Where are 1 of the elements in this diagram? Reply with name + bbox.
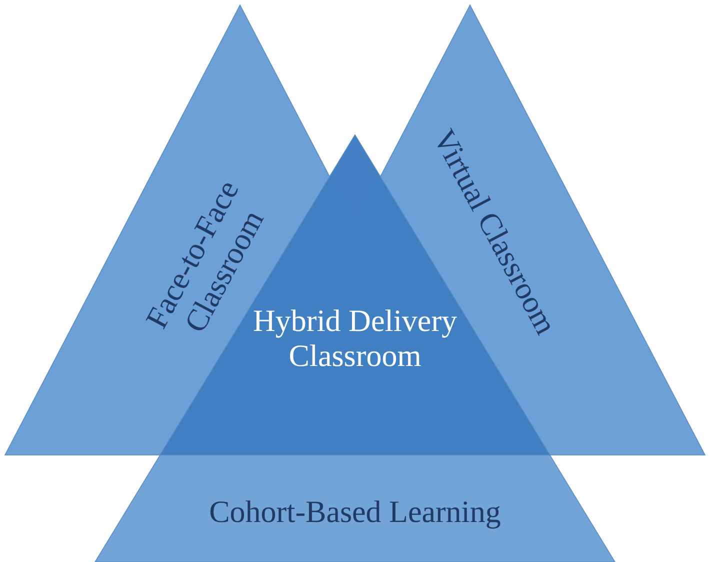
triangle-label: Cohort-Based Learning: [208, 494, 502, 530]
